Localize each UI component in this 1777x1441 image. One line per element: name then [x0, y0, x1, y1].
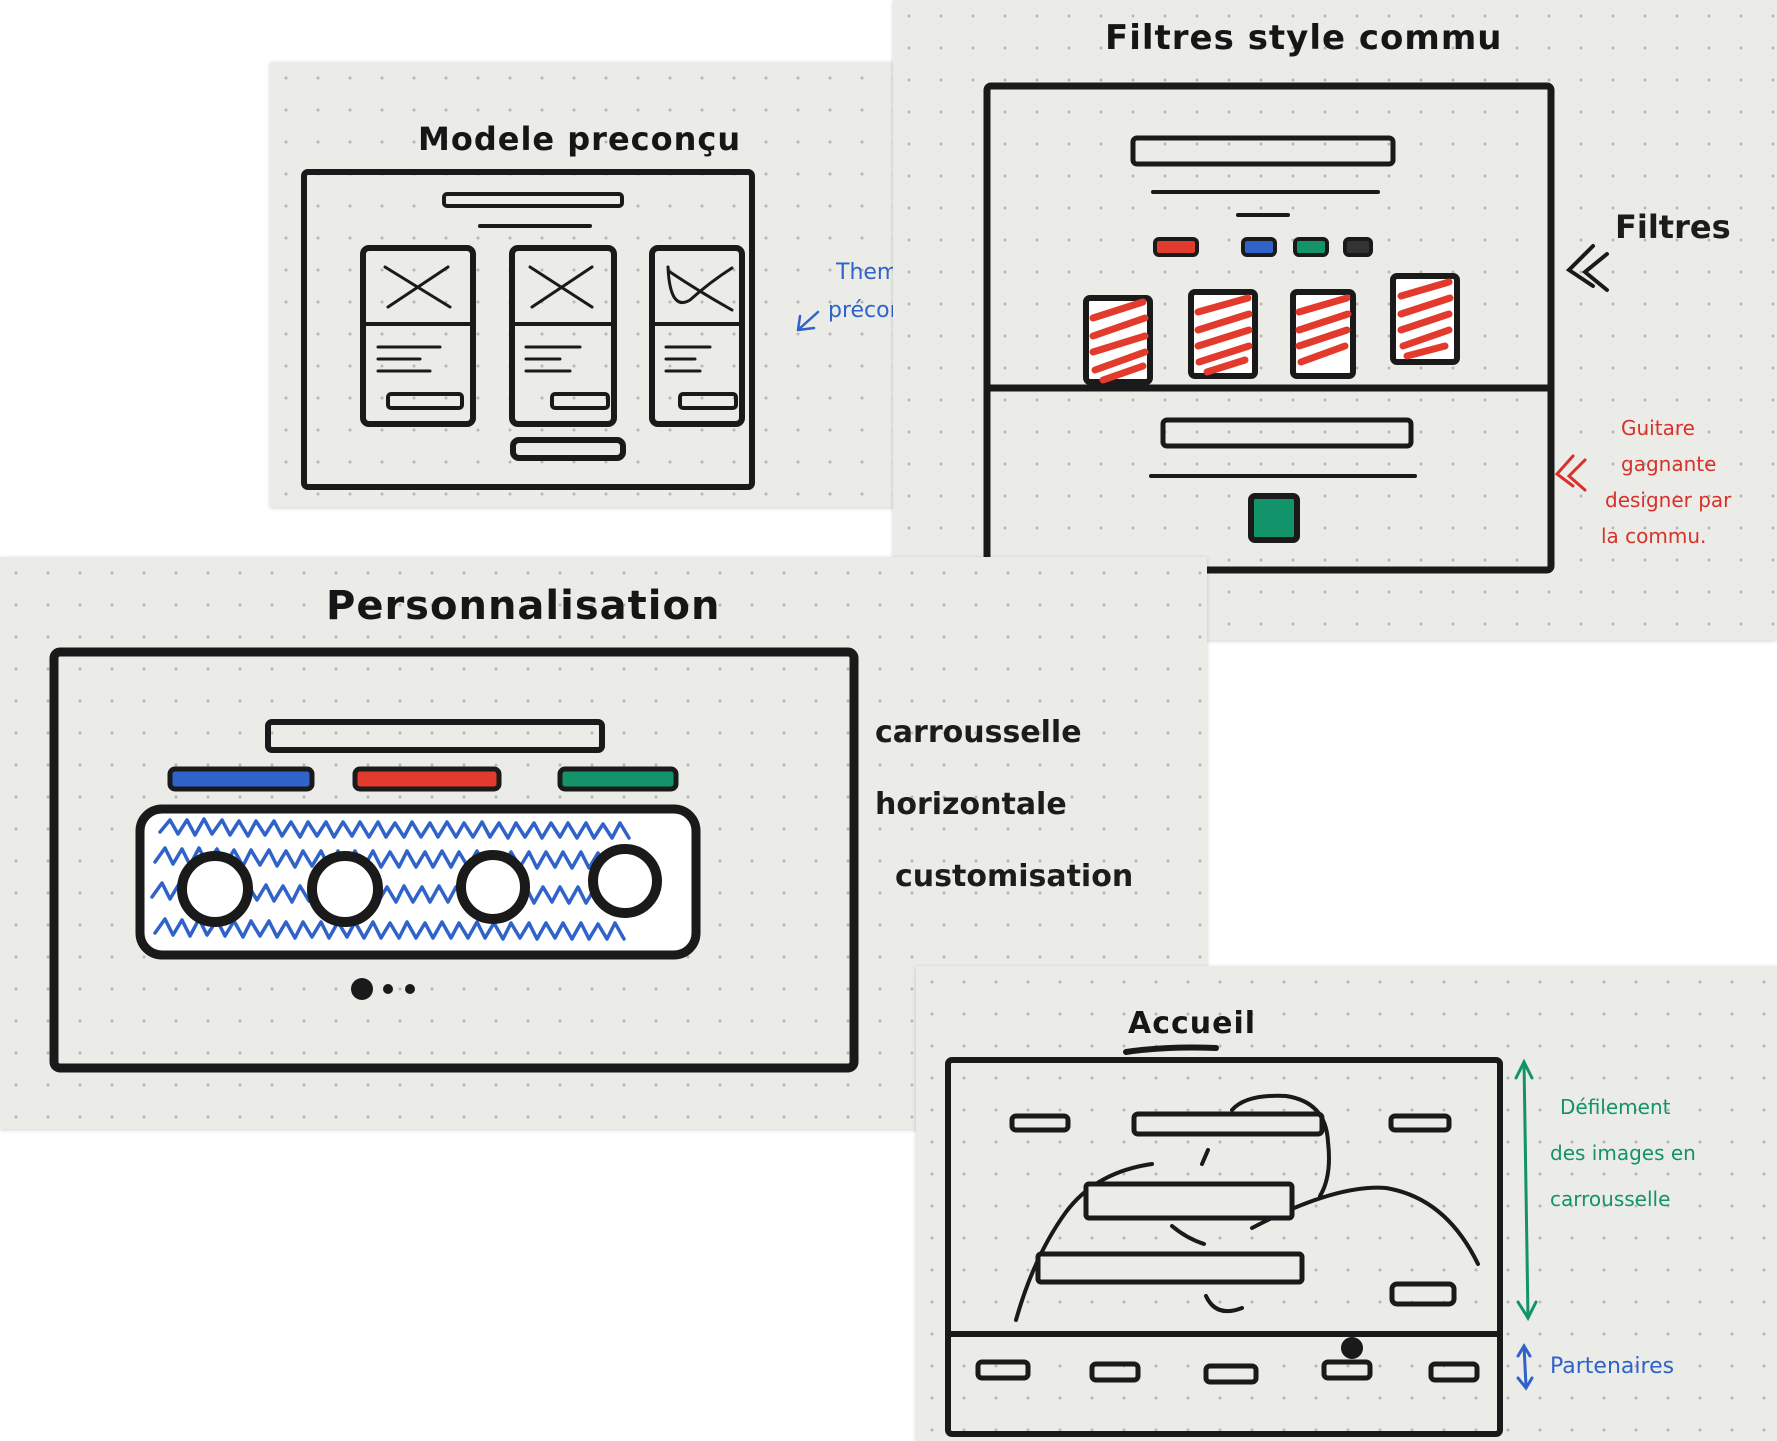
annotation-line: carrousselle — [875, 715, 1082, 750]
winning-guitar-thumbnail — [1248, 493, 1300, 543]
sketch-filtres-style-commu: Filtres style commu Filtres Guitare gagn… — [893, 0, 1777, 640]
color-tab-green — [557, 766, 679, 792]
annotation-filtres: Filtres — [1615, 208, 1731, 246]
filter-chip-green — [1293, 237, 1329, 257]
wireframe-accueil — [945, 1044, 1538, 1437]
annotation-line: Défilement — [1560, 1095, 1671, 1119]
arrow-left-icon — [796, 310, 820, 332]
annotation-line: horizontale — [875, 787, 1067, 822]
annotation-line: carrousselle — [1550, 1187, 1671, 1211]
carousel-frame — [135, 804, 701, 960]
sketch-title: Modele preconçu — [418, 120, 742, 158]
sketch-title: Personnalisation — [326, 583, 721, 629]
vertical-double-arrow-icon — [1516, 1343, 1534, 1391]
annotation-line: Guitare — [1621, 416, 1695, 440]
annotation-defilement: Défilement des images en carrousselle — [1550, 1084, 1696, 1222]
wireframe-filtres — [983, 82, 1609, 574]
carousel-pagination — [351, 978, 415, 1000]
filter-chip-black — [1343, 237, 1373, 257]
wireframe-personnalisation — [49, 647, 859, 1073]
carousel-item — [177, 851, 253, 927]
filter-chip-red — [1153, 237, 1199, 257]
sketch-modele-preconcu: Modele preconçu Theme préconçu — [270, 62, 936, 507]
double-chevron-left-icon — [1565, 244, 1609, 292]
vertical-double-arrow-icon — [1514, 1058, 1538, 1322]
annotation-guitare-gagnante: Guitare gagnante designer par la commu. — [1601, 410, 1731, 554]
sketch-accueil: Accueil Défilement des images en carrous… — [916, 966, 1777, 1441]
double-chevron-left-icon — [1554, 454, 1587, 492]
carousel-item — [456, 850, 530, 924]
filter-chip-blue — [1241, 237, 1277, 257]
sketch-title: Filtres style commu — [1105, 18, 1503, 58]
annotation-line: la commu. — [1601, 524, 1707, 548]
annotation-carrousselle-horizontale: carrousselle horizontale customisation — [875, 697, 1133, 913]
annotation-line: des images en — [1550, 1141, 1696, 1165]
color-tab-blue — [167, 766, 315, 792]
color-tab-red — [352, 766, 502, 792]
annotation-line: customisation — [895, 859, 1134, 894]
annotation-line: designer par — [1605, 488, 1732, 512]
annotation-line: Filtres — [1615, 208, 1731, 246]
wireframe-modele-preconcu — [301, 169, 820, 490]
annotation-line: gagnante — [1621, 452, 1717, 476]
sketch-title: Accueil — [1128, 1006, 1257, 1041]
carousel-item — [588, 844, 662, 918]
annotation-line: Partenaires — [1550, 1354, 1675, 1379]
carousel-item — [307, 851, 383, 927]
annotation-partenaires: Partenaires — [1550, 1354, 1674, 1379]
